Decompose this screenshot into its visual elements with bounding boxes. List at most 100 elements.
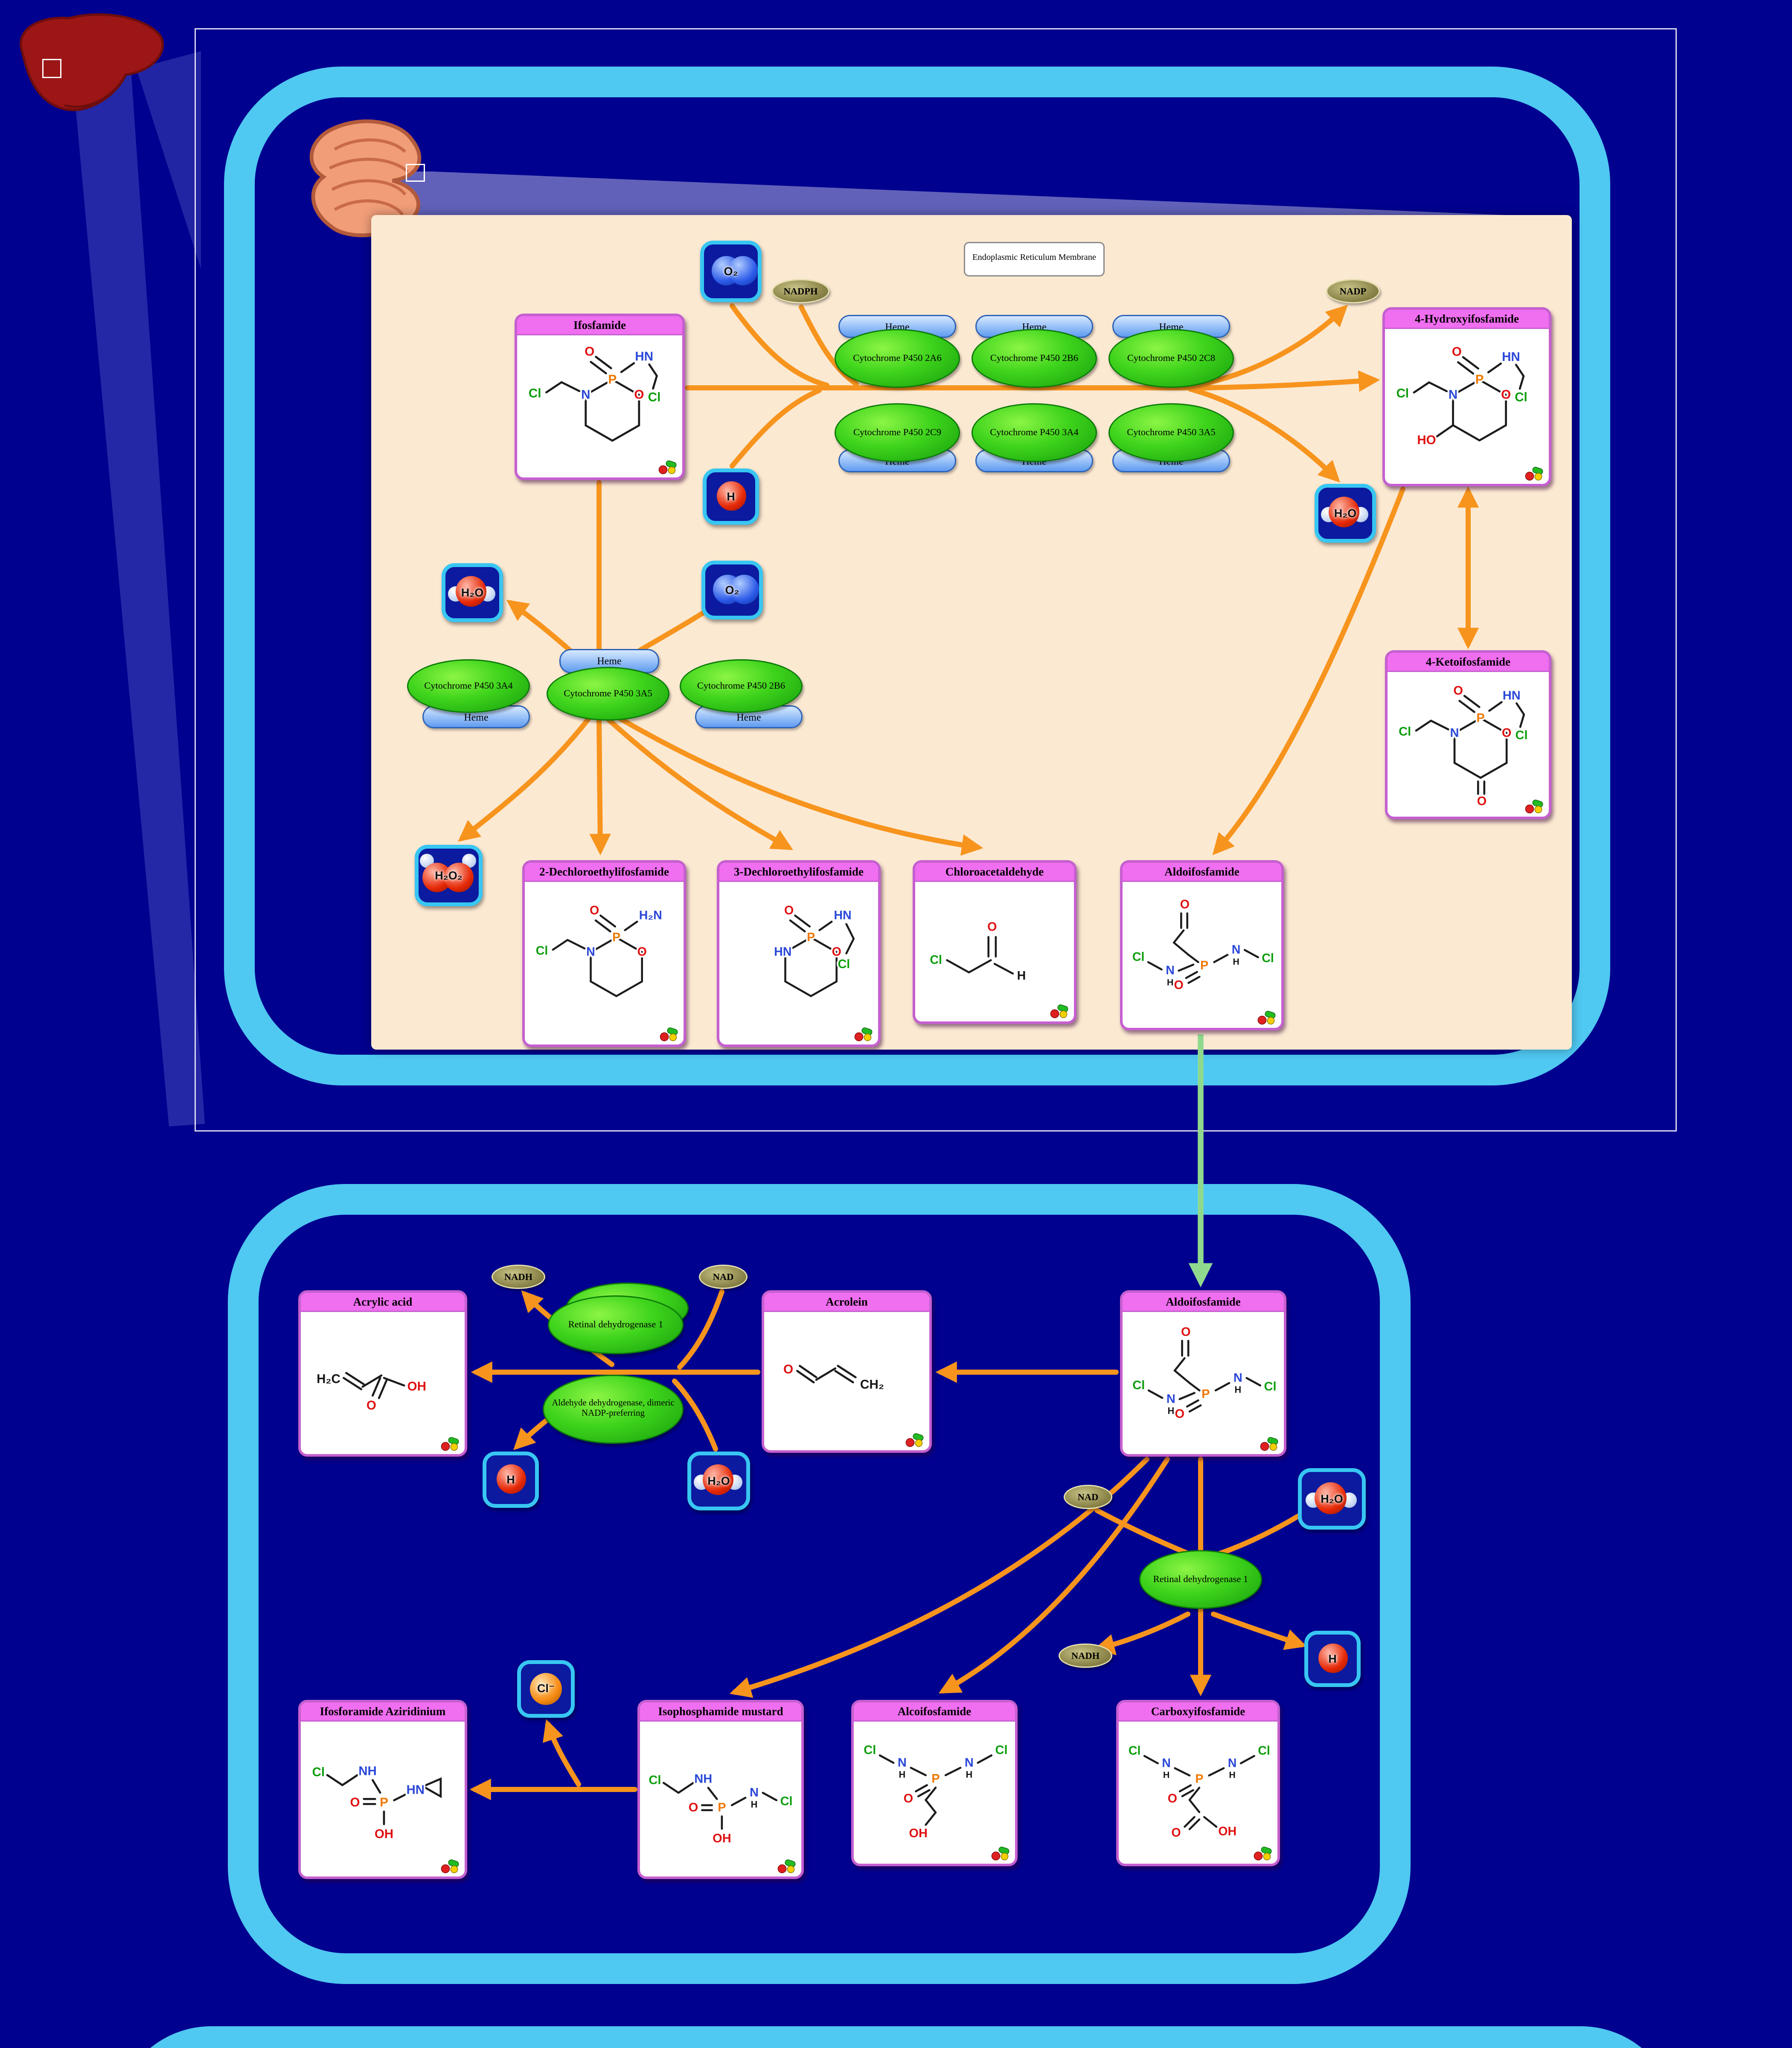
h2o2-node[interactable]: H₂O₂ [415, 845, 483, 906]
drug-badge-icon [991, 1847, 1009, 1861]
svg-text:N: N [965, 1756, 974, 1770]
svg-text:O: O [784, 904, 794, 917]
enzyme-aldehyde-dh[interactable]: Aldehyde dehydrogenase, dimeric NADP-pre… [543, 1375, 684, 1444]
structure-2-dechloroethylifosfamide: O P N O H₂N Cl [534, 902, 663, 998]
svg-text:NH: NH [358, 1764, 377, 1778]
cofactor-nad[interactable]: NAD [699, 1265, 748, 1289]
svg-text:HN: HN [1502, 350, 1520, 364]
svg-text:P: P [931, 1772, 940, 1786]
cofactor-nad[interactable]: NAD [1064, 1485, 1112, 1509]
compound-alcoifosfamide[interactable]: Alcoifosfamide O P N H Cl N H Cl OH [851, 1700, 1018, 1866]
h2o-label: H₂O [1321, 1492, 1343, 1505]
drug-badge-icon [441, 1859, 459, 1873]
svg-text:O: O [1174, 978, 1183, 992]
oxygen-sphere [730, 575, 759, 604]
enzyme-cyp3a4[interactable]: Cytochrome P450 3A4 [972, 403, 1097, 462]
enzyme-cyp2c8[interactable]: Cytochrome P450 2C8 [1108, 329, 1234, 388]
enzyme-cyp3a5[interactable]: Cytochrome P450 3A5 [1108, 403, 1234, 462]
h2o-node[interactable]: H₂O [687, 1452, 750, 1510]
svg-text:O: O [590, 904, 599, 917]
svg-text:H: H [899, 1769, 906, 1780]
svg-text:O: O [367, 1399, 376, 1413]
oxygen-sphere [1315, 1482, 1347, 1514]
structure-isophosphamide-mustard: Cl NH O P OH N H Cl [647, 1771, 794, 1847]
svg-text:O: O [1453, 684, 1463, 698]
zoom-frame [195, 28, 1677, 1132]
h2o-node[interactable]: H₂O [1315, 484, 1376, 543]
svg-text:N: N [1449, 388, 1457, 402]
compound-4-ketoifosfamide[interactable]: 4-Ketoifosfamide O P N O HN Cl Cl O [1385, 650, 1551, 819]
compound-4-hydroxyifosfamide[interactable]: 4-Hydroxyifosfamide O P N O HN Cl Cl HO [1382, 307, 1551, 486]
cl-node[interactable]: Cl⁻ [517, 1660, 575, 1718]
enzyme-retinal-dh[interactable]: Retinal dehydrogenase 1 [548, 1295, 684, 1354]
svg-text:N: N [1162, 1757, 1171, 1770]
cofactor-nadh[interactable]: NADH [492, 1265, 545, 1289]
svg-text:O: O [1171, 1826, 1181, 1840]
compound-acrylic-acid[interactable]: Acrylic acid H₂C O OH [298, 1290, 467, 1457]
compound-acrolein[interactable]: Acrolein O CH₂ [762, 1290, 932, 1453]
svg-text:P: P [1476, 711, 1484, 725]
enzyme-cyp2b6[interactable]: Cytochrome P450 2B6 [972, 329, 1097, 388]
oxygen-sphere [456, 576, 486, 607]
svg-text:Cl: Cl [930, 953, 942, 967]
compound-ifosforamide-aziridinium[interactable]: Ifosforamide Aziridinium Cl NH O P OH HN [298, 1700, 467, 1879]
compound-title: Chloroacetaldehyde [915, 863, 1074, 882]
enzyme-cyp2c9[interactable]: Cytochrome P450 2C9 [835, 403, 960, 462]
compound-aldoifosfamide-bottom[interactable]: Aldoifosfamide O P O N H Cl N H Cl [1120, 1290, 1286, 1457]
h2o2-label: H₂O₂ [435, 869, 463, 882]
h2o-node[interactable]: H₂O [1298, 1468, 1366, 1530]
cofactor-nadh[interactable]: NADH [1059, 1644, 1112, 1668]
svg-text:OH: OH [407, 1379, 426, 1393]
compound-carboxyifosfamide[interactable]: Carboxyifosfamide O P N H Cl N H Cl O OH [1116, 1700, 1280, 1866]
compound-title: Isophosphamide mustard [640, 1702, 801, 1722]
svg-text:NH: NH [694, 1772, 712, 1786]
structure-aldoifosfamide: O P O N H Cl N H Cl [1131, 896, 1275, 994]
svg-text:H: H [1235, 1385, 1242, 1395]
compound-ifosfamide[interactable]: Ifosfamide O P N O HN Cl Cl [515, 314, 685, 480]
drug-badge-icon [1050, 1004, 1068, 1018]
oxygen-sphere [444, 863, 474, 892]
drug-badge-icon [1525, 800, 1543, 814]
structure-carboxyifosfamide: O P N H Cl N H Cl O OH [1127, 1743, 1271, 1841]
enzyme-cyp3a5[interactable]: Cytochrome P450 3A5 [547, 667, 669, 721]
svg-text:OH: OH [1218, 1825, 1236, 1839]
svg-text:HN: HN [406, 1783, 425, 1797]
h2o-label: H₂O [461, 586, 484, 599]
compound-3-dechloroethylifosfamide[interactable]: 3-Dechloroethylifosfamide O P HN O HN Cl [717, 860, 881, 1047]
enzyme-cyp2a6[interactable]: Cytochrome P450 2A6 [835, 329, 960, 388]
svg-text:O: O [634, 388, 644, 402]
enzyme-cyp2b6[interactable]: Cytochrome P450 2B6 [680, 659, 803, 713]
svg-text:N: N [1228, 1757, 1237, 1770]
h-node[interactable]: H [483, 1452, 539, 1508]
compound-2-dechloroethylifosfamide[interactable]: 2-Dechloroethylifosfamide O P N O H₂N Cl [522, 860, 686, 1047]
drug-badge-icon [660, 1027, 678, 1041]
compound-title: 3-Dechloroethylifosfamide [719, 863, 878, 882]
drug-badge-icon [1257, 1011, 1276, 1025]
h-node[interactable]: H [1304, 1631, 1361, 1687]
cofactor-nadp[interactable]: NADP [1326, 279, 1380, 303]
compound-chloroacetaldehyde[interactable]: Chloroacetaldehyde Cl O H [913, 860, 1076, 1024]
svg-text:O: O [783, 1362, 793, 1376]
svg-text:O: O [1501, 388, 1511, 402]
svg-text:N: N [581, 388, 590, 402]
svg-text:OH: OH [909, 1827, 928, 1840]
enzyme-retinal-dh[interactable]: Retinal dehydrogenase 1 [1139, 1550, 1262, 1609]
cofactor-nadph[interactable]: NADPH [772, 279, 829, 303]
o2-node[interactable]: O₂ [701, 561, 763, 620]
h-label: H [727, 490, 735, 503]
compound-aldoifosfamide-top[interactable]: Aldoifosfamide O P O N H Cl N H Cl [1120, 860, 1284, 1030]
enzyme-cyp3a4[interactable]: Cytochrome P450 3A4 [407, 659, 530, 713]
cell-top [224, 67, 1610, 1085]
o2-node[interactable]: O₂ [700, 241, 762, 302]
svg-text:O: O [637, 945, 647, 959]
svg-text:O: O [1502, 726, 1512, 740]
svg-text:Cl: Cl [1262, 951, 1274, 965]
svg-text:Cl: Cl [838, 957, 850, 971]
h2o-node[interactable]: H₂O [442, 563, 503, 622]
structure-ifosfamide: O P N O HN Cl Cl [527, 343, 662, 442]
svg-text:O: O [832, 945, 841, 959]
compound-isophosphamide-mustard[interactable]: Isophosphamide mustard Cl NH O P OH N H … [637, 1700, 804, 1879]
svg-text:O: O [350, 1795, 360, 1809]
h-node[interactable]: H [703, 468, 759, 525]
